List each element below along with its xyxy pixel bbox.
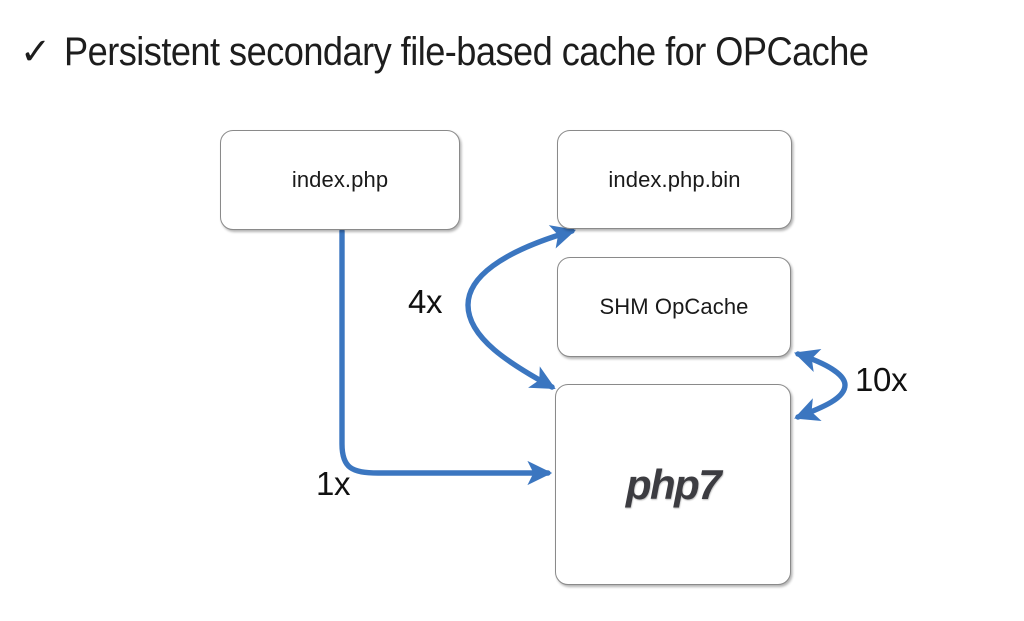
edge-label-1x: 1x [316, 465, 351, 502]
node-php7-label: php7 [625, 460, 722, 508]
checkmark-icon: ✓ [20, 29, 52, 73]
page-title: ✓ Persistent secondary file-based cache … [20, 22, 1010, 82]
node-index-php-bin-label: index.php.bin [608, 166, 741, 192]
page-title-text: Persistent secondary file-based cache fo… [64, 30, 869, 74]
edge-1x-connector [339, 228, 553, 486]
node-php7[interactable]: php7 [555, 384, 791, 585]
edge-label-10x: 10x [855, 361, 908, 398]
edge-label-4x: 4x [408, 283, 443, 320]
edge-10x-connector [794, 348, 848, 421]
node-shm-opcache-label: SHM OpCache [599, 294, 749, 319]
node-index-php-bin[interactable]: index.php.bin [557, 130, 792, 229]
node-index-php-label: index.php [291, 167, 389, 192]
node-index-php[interactable]: index.php [220, 130, 460, 230]
node-shm-opcache[interactable]: SHM OpCache [557, 257, 791, 357]
